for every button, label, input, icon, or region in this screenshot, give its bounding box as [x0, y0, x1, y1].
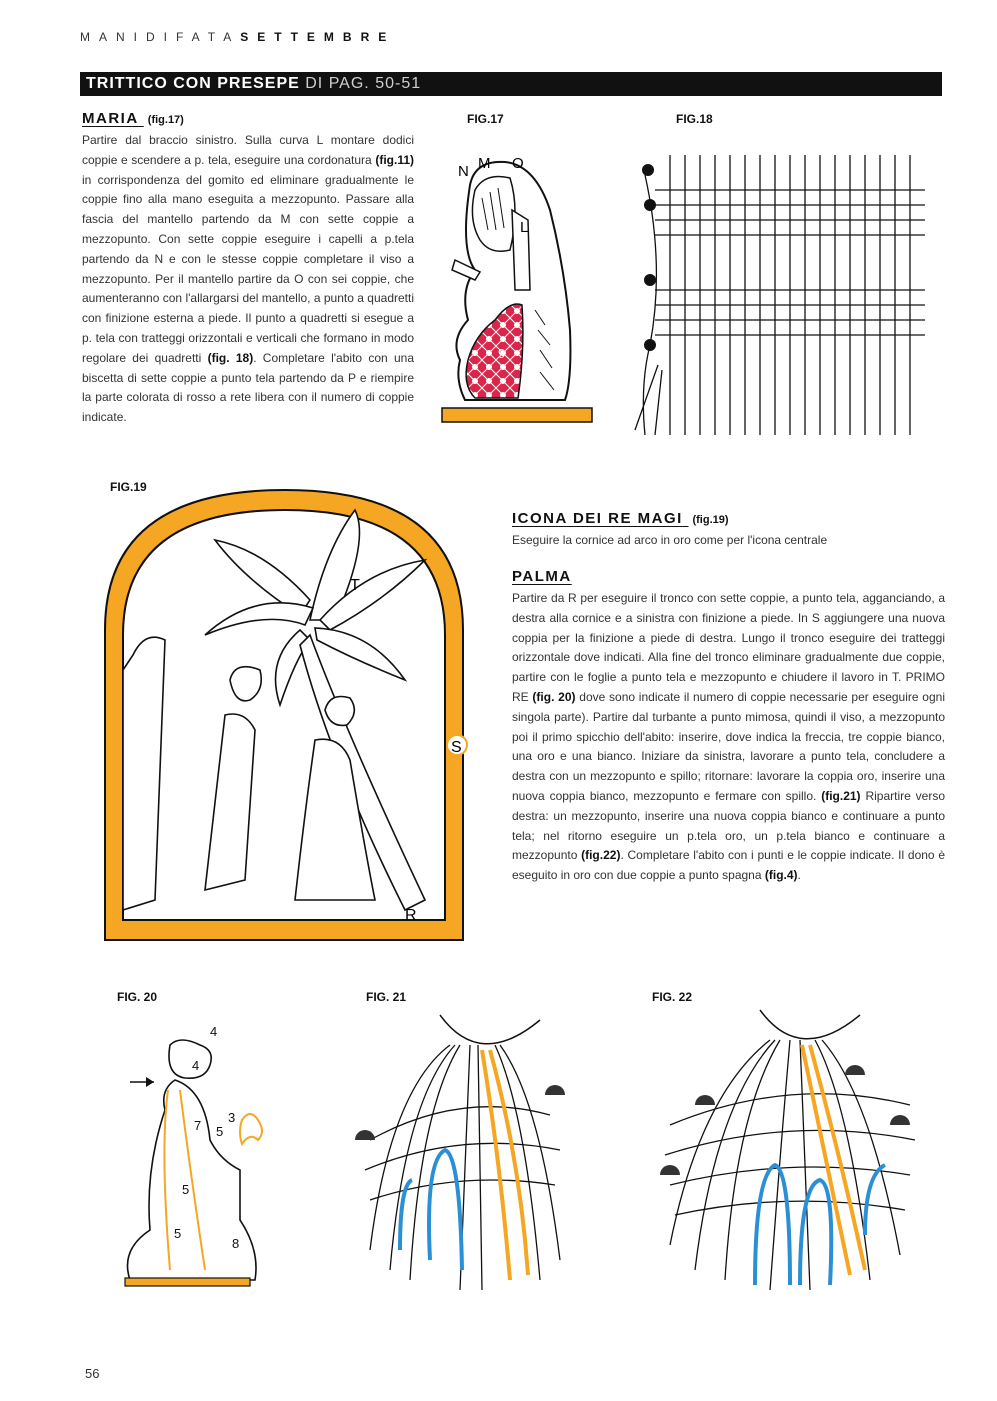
fig17-label: FIG.17: [467, 112, 504, 126]
maria-title: MARIA (fig.17): [82, 110, 184, 127]
fig19-letter-s: S: [451, 739, 462, 756]
icona-section: ICONA DEI RE MAGI (fig.19) Eseguire la c…: [512, 510, 942, 551]
magazine-month: SETTEMBRE: [240, 30, 396, 44]
maria-body: Partire dal braccio sinistro. Sulla curv…: [82, 133, 414, 425]
fig22-stitch-diagram: [660, 1009, 916, 1291]
fig20-label: FIG. 20: [117, 990, 158, 1004]
fig18-label: FIG.18: [676, 112, 713, 126]
page-number: 56: [85, 1366, 100, 1381]
fig19-label: FIG.19: [110, 480, 147, 494]
icona-title: ICONA DEI RE MAGI (fig.19): [512, 510, 729, 527]
palma-body: Partire da R per eseguire il tronco con …: [512, 591, 946, 883]
fig18-square-stitch-diagram: [634, 155, 925, 436]
fig17-number-9: 9: [498, 346, 505, 361]
fig17-letter-l: L: [520, 219, 528, 236]
section-title: TRITTICO CON PRESEPE: [86, 75, 300, 92]
maria-section: MARIA (fig.17) Partire dal braccio sinis…: [82, 110, 414, 428]
fig20-count-3: 3: [228, 1110, 235, 1125]
icona-fig-ref: (fig.19): [692, 514, 729, 526]
fig19-three-kings-icon: T S R: [104, 488, 468, 941]
fig17-maria-figure: N M O L P 9: [441, 155, 593, 423]
section-subtitle: DI PAG. 50-51: [305, 75, 422, 92]
fig20-count-8: 8: [232, 1236, 239, 1251]
fig20-count-face: 4: [192, 1058, 199, 1073]
fig20-count-turban: 4: [210, 1024, 217, 1039]
fig17-letter-o: O: [512, 155, 524, 172]
fig20-count-7: 7: [194, 1118, 201, 1133]
fig22-label: FIG. 22: [652, 990, 693, 1004]
fig20-first-king-diagram: 4 4 7 5 3 5 5 8: [124, 1024, 263, 1287]
fig20-count-5a: 5: [216, 1124, 223, 1139]
fig17-letter-m: M: [478, 155, 491, 172]
fig20-count-5b: 5: [182, 1182, 189, 1197]
palma-section: PALMA Partire da R per eseguire il tronc…: [512, 568, 945, 886]
fig17-letter-n: N: [458, 163, 469, 180]
fig21-stitch-diagram: [355, 1014, 565, 1291]
section-title-bar: TRITTICO CON PRESEPE DI PAG. 50-51: [80, 72, 942, 96]
icona-body: Eseguire la cornice ad arco in oro come …: [512, 533, 828, 547]
fig21-label: FIG. 21: [366, 990, 407, 1004]
magazine-header: MANIDIFATASETTEMBRE: [80, 30, 395, 44]
maria-fig-ref: (fig.17): [147, 114, 184, 126]
fig20-count-5c: 5: [174, 1226, 181, 1241]
fig17-letter-p: P: [490, 307, 499, 323]
magazine-name: MANIDIFATA: [80, 30, 241, 44]
fig19-letter-t: T: [350, 577, 360, 594]
fig19-letter-r: R: [405, 907, 417, 924]
palma-title: PALMA: [512, 568, 572, 585]
